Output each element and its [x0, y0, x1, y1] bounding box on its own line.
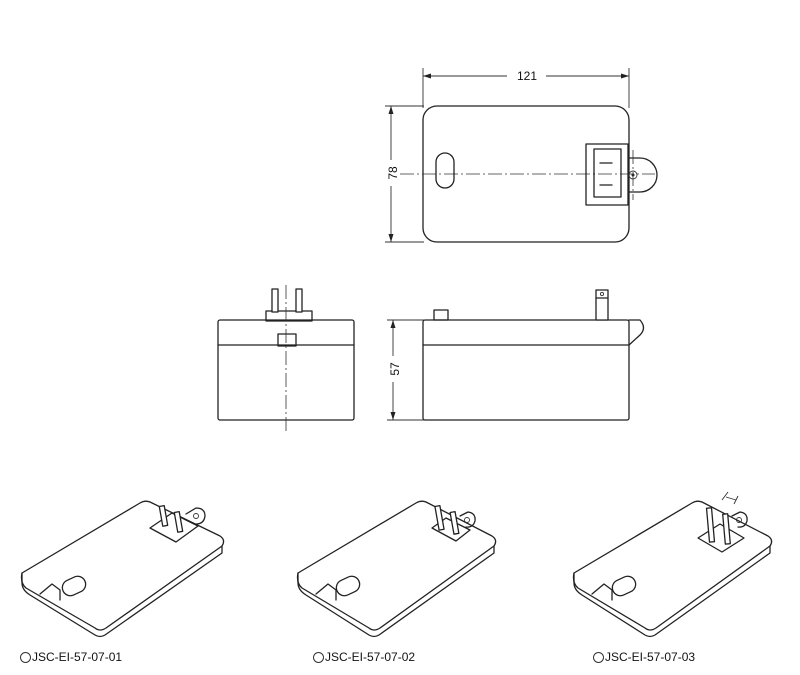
circle-icon: [20, 651, 31, 663]
model-caption-02: JSC-EI-57-07-02: [313, 650, 415, 664]
end-view: [217, 285, 355, 434]
model-code-02: JSC-EI-57-07-02: [325, 650, 416, 664]
isometric-view-model-01: [20, 500, 225, 638]
height-dimension: 78: [385, 105, 424, 243]
model-code-03: JSC-EI-57-07-03: [605, 650, 696, 664]
circle-icon: [313, 651, 324, 663]
isometric-view-model-02: [296, 500, 497, 638]
circle-icon: [593, 651, 604, 663]
width-dimension: 121: [422, 68, 630, 108]
mounting-ear: [628, 157, 658, 193]
width-dimension-label: 121: [517, 69, 537, 83]
depth-dimension-label: 57: [388, 362, 402, 376]
model-caption-01: JSC-EI-57-07-01: [20, 650, 122, 664]
height-dimension-label: 78: [386, 166, 400, 180]
side-view: 57: [387, 289, 645, 421]
plug-top: [585, 143, 629, 206]
isometric-view-model-03: [572, 491, 773, 638]
top-view: 121 78: [385, 68, 658, 243]
model-caption-03: JSC-EI-57-07-03: [593, 650, 695, 664]
depth-dimension: 57: [387, 319, 424, 421]
slot-hole: [435, 152, 455, 189]
model-code-01: JSC-EI-57-07-01: [32, 650, 123, 664]
